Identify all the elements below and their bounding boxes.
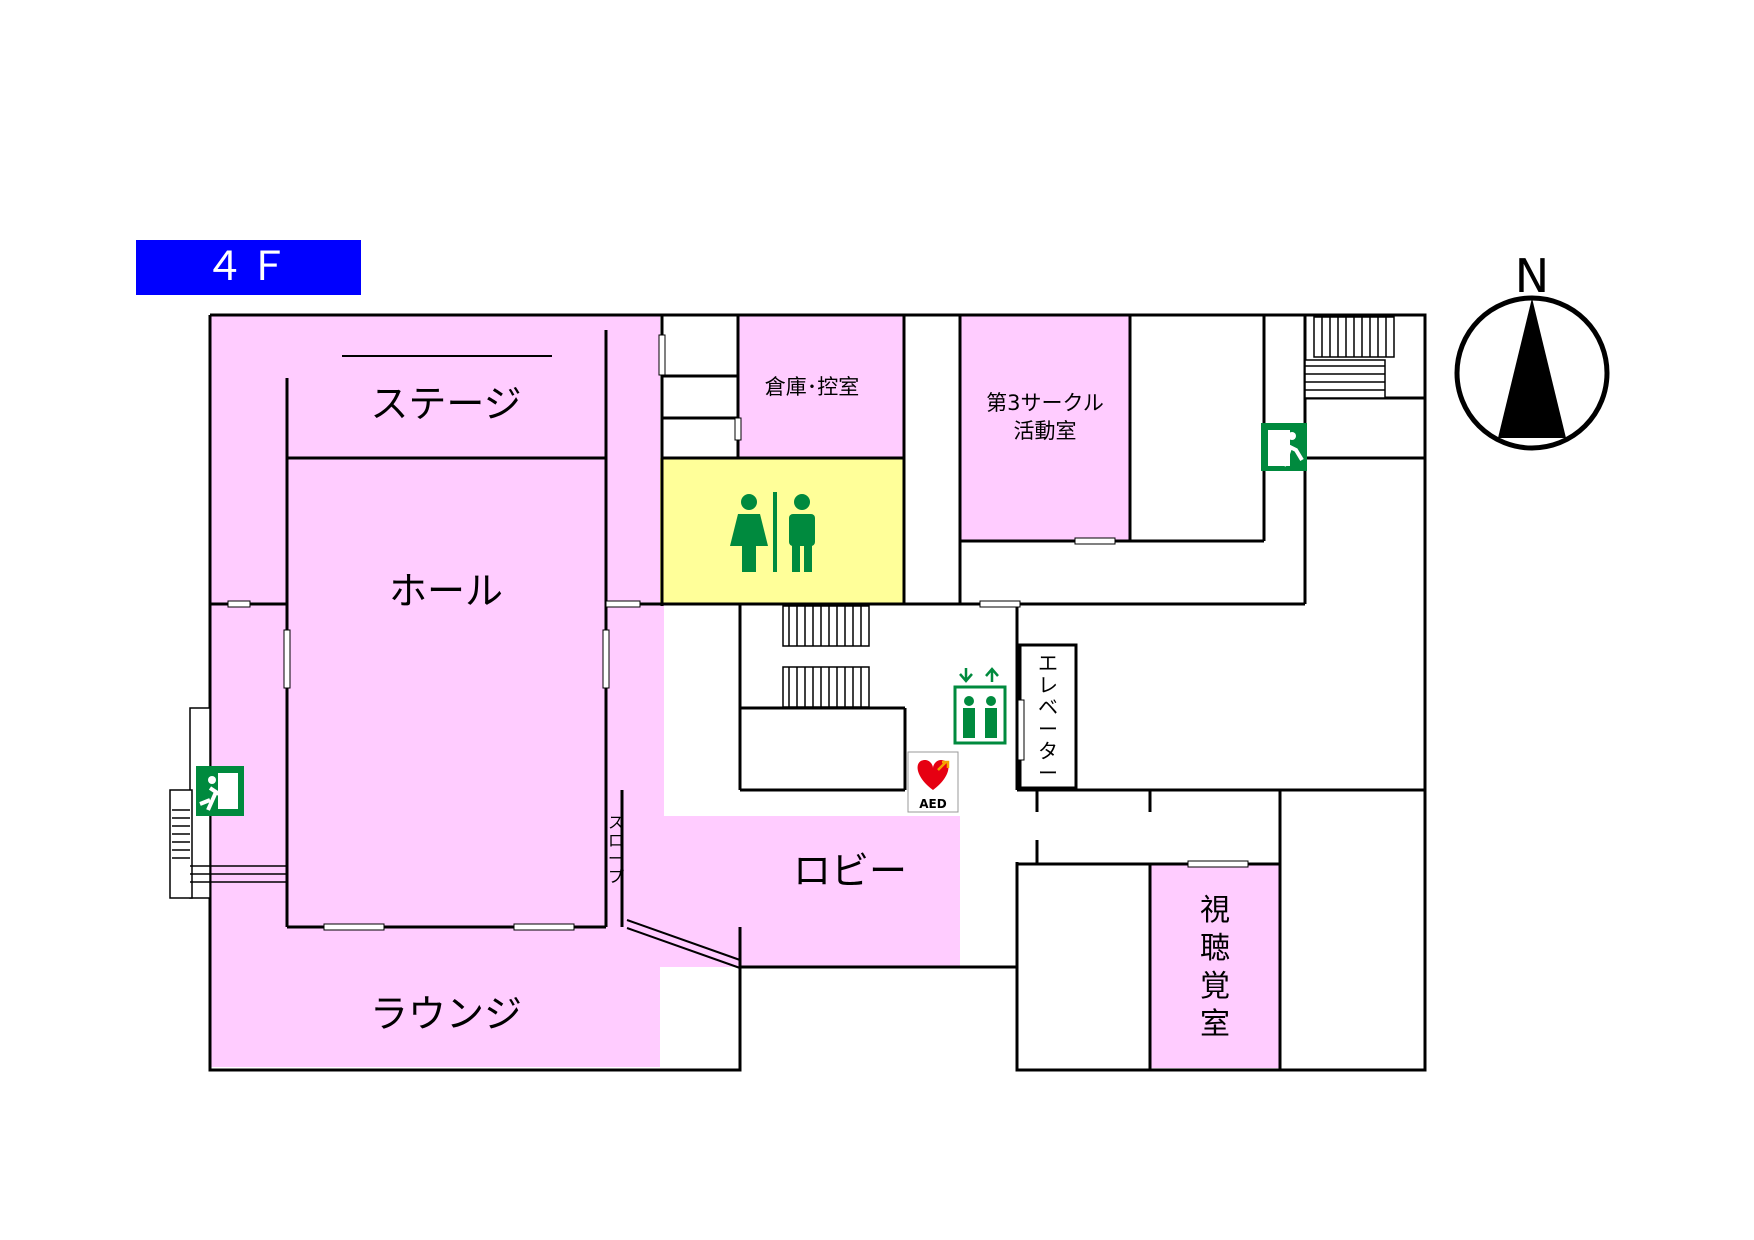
elevator-char: エ	[1038, 651, 1058, 675]
slope-rails	[626, 919, 741, 969]
aed-label: AED	[919, 797, 946, 811]
elevator-icon	[953, 667, 1007, 745]
slope-char: ロ	[608, 831, 624, 850]
aed-icon: AED	[907, 751, 959, 813]
room-fills	[210, 315, 1280, 1068]
av-room-char: 覚	[1200, 969, 1230, 1004]
av-room-char: 室	[1200, 1007, 1230, 1042]
slope-char: プ	[608, 867, 624, 886]
elevator-char: ベ	[1038, 695, 1058, 719]
av-room-char: 視	[1200, 893, 1230, 928]
slope-char: ー	[608, 849, 624, 868]
room-label-elevator: エ レ ベ ー タ ー	[1038, 651, 1058, 785]
label-slope: ス ロ ー プ	[608, 813, 624, 886]
room-label-stage: ステージ	[370, 382, 521, 426]
stairs-center	[782, 605, 870, 708]
restroom-icon	[730, 492, 815, 572]
doors	[227, 334, 1249, 931]
room-label-circle-line2: 活動室	[1014, 419, 1077, 443]
room-label-lounge: ラウンジ	[370, 992, 522, 1036]
elevator-char: ー	[1038, 717, 1058, 741]
stairs-northeast	[1304, 316, 1395, 399]
elevator-char: ー	[1038, 761, 1058, 785]
av-room-char: 聴	[1200, 931, 1230, 966]
compass-label: N	[1515, 249, 1549, 303]
room-label-av-room: 視 聴 覚 室	[1200, 893, 1230, 1042]
room-label-circle-line1: 第3サークル	[986, 391, 1104, 415]
elevator-char: レ	[1038, 673, 1058, 697]
north-arrow-icon: N	[1454, 249, 1610, 451]
room-label-storage: 倉庫･控室	[765, 375, 860, 399]
room-label-hall: ホール	[389, 569, 503, 613]
emergency-exit-icon	[196, 766, 244, 816]
elevator-char: タ	[1038, 739, 1058, 763]
room-label-lobby: ロビー	[793, 849, 907, 893]
emergency-exit-icon	[1261, 423, 1307, 471]
slope-char: ス	[608, 813, 624, 832]
floor-label: ４Ｆ	[136, 240, 361, 295]
